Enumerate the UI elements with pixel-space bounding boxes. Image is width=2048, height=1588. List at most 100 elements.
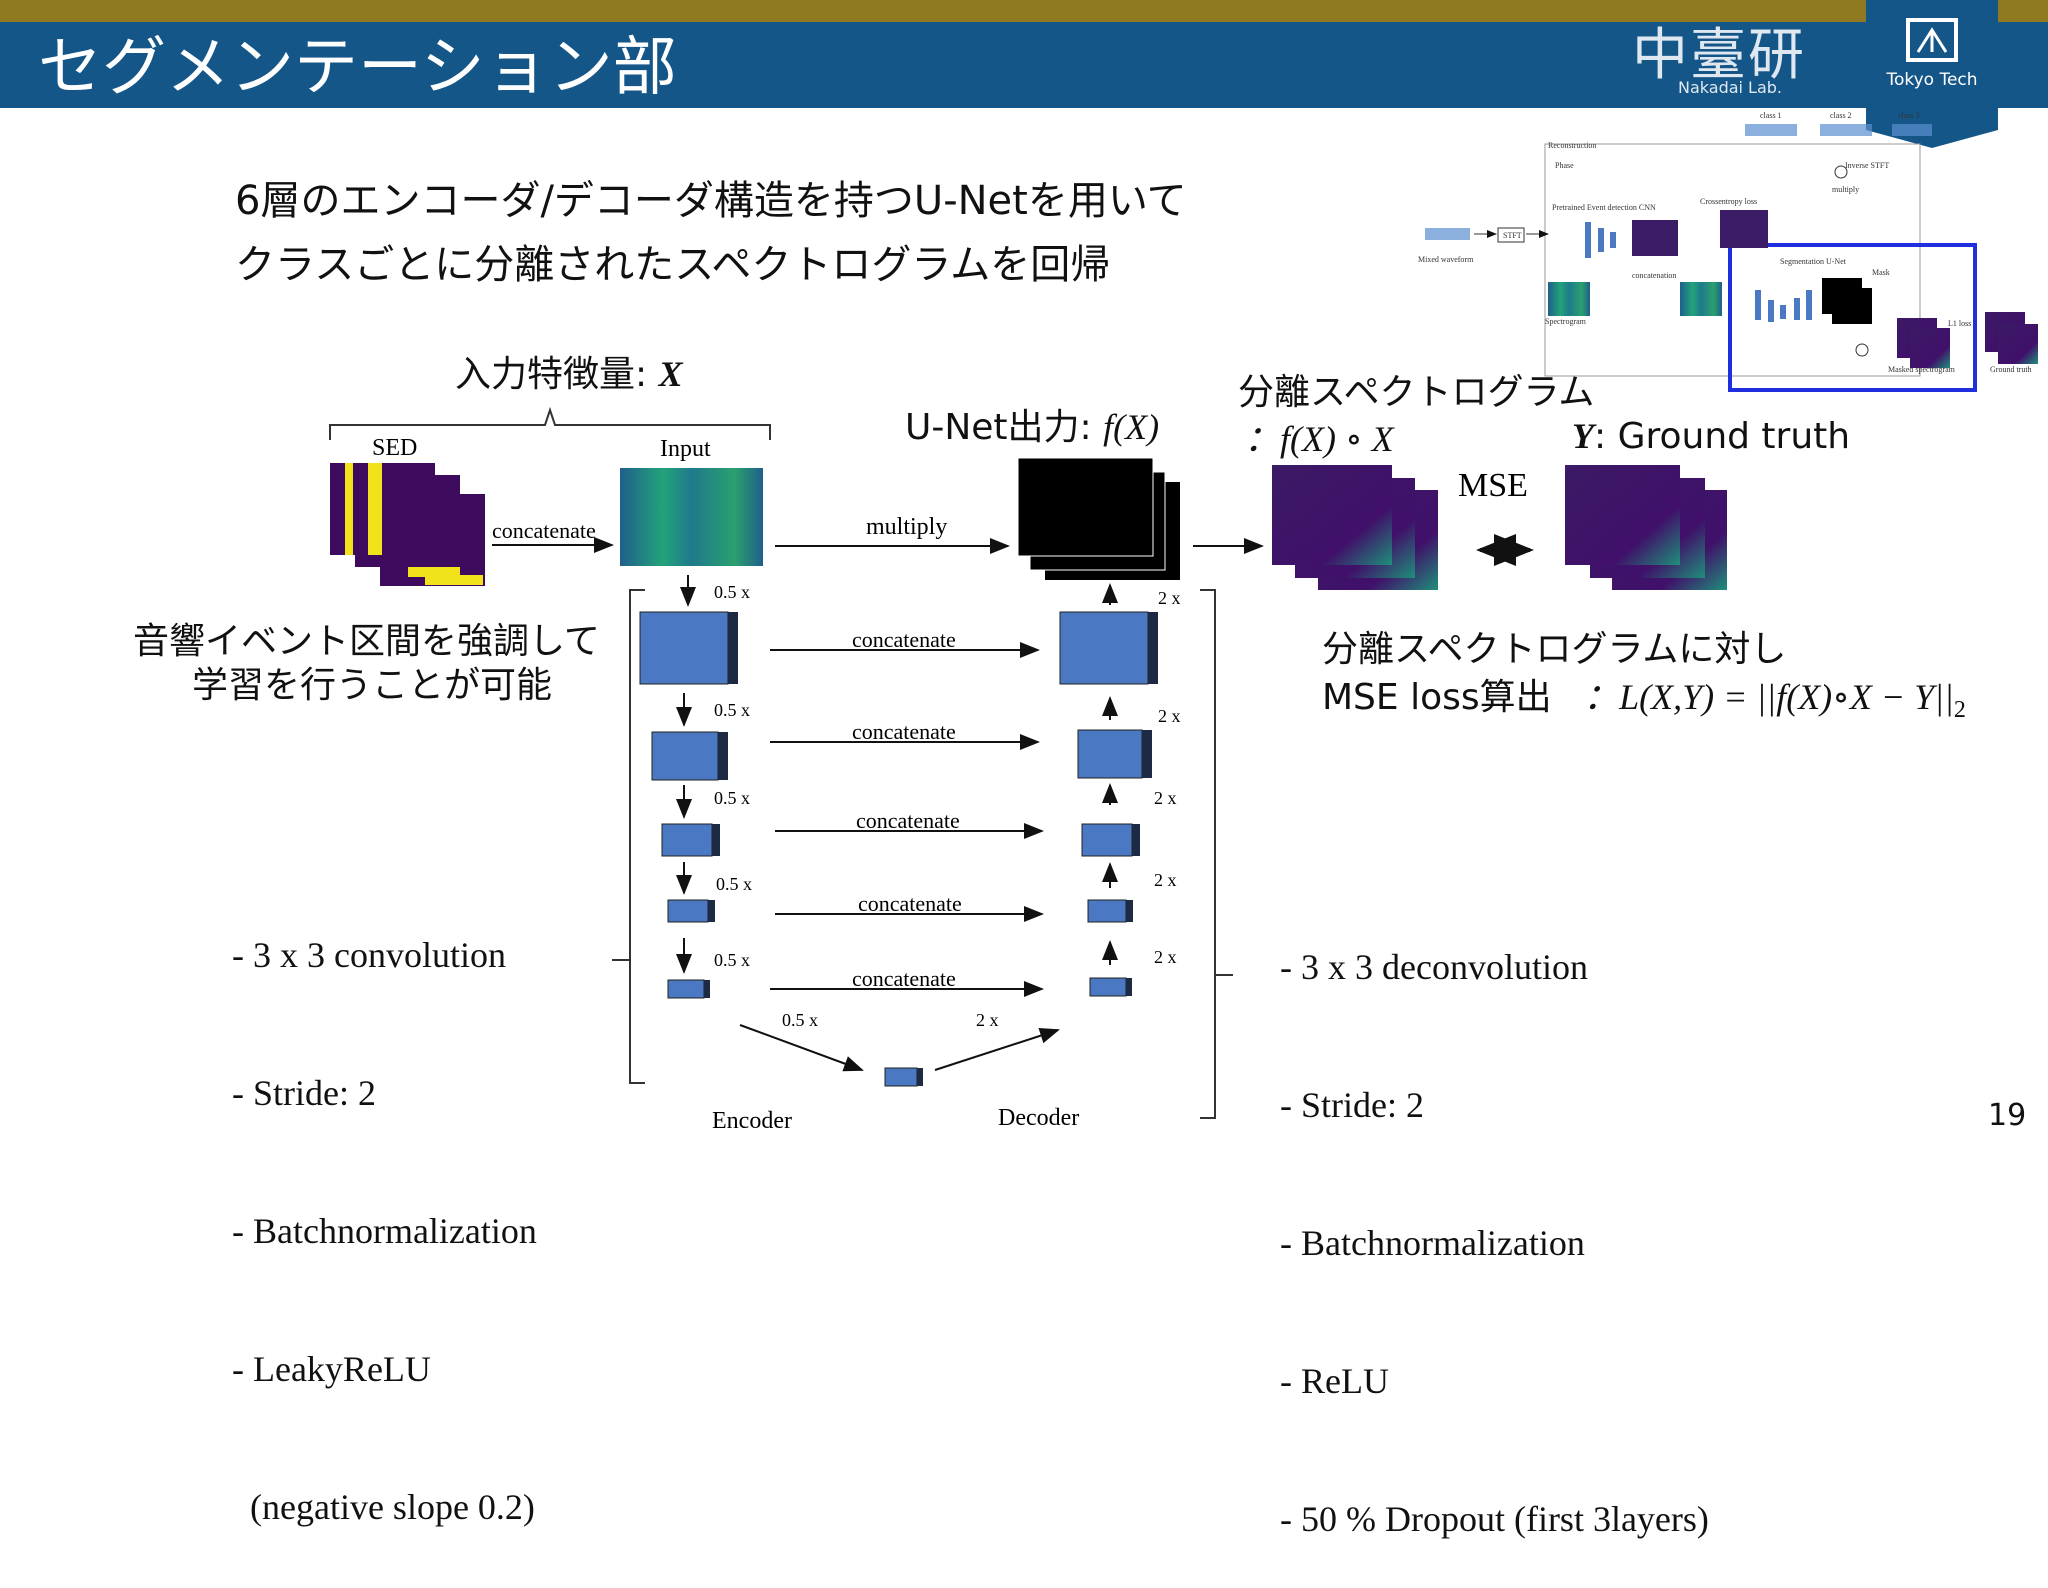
encoder-bullet: - Stride: 2 — [232, 1073, 376, 1113]
skip-label: concatenate — [856, 808, 960, 833]
encoder-bullet: - Batchnormalization — [232, 1211, 537, 1251]
overview-reconstruction: Reconstruction — [1548, 141, 1596, 150]
skip-connections — [770, 642, 1044, 997]
encoder-blocks — [639, 611, 738, 999]
overview-sed-output — [1632, 220, 1678, 256]
sed-spectrogram-stack — [330, 463, 485, 586]
decoder-block-3-side — [1132, 824, 1140, 856]
up-scale-label: 2 x — [1158, 706, 1181, 726]
encoder-block-2 — [651, 731, 719, 781]
ground-truth-var: Y — [1572, 416, 1594, 456]
skip-label: concatenate — [852, 719, 956, 744]
overview-cnn-layer — [1585, 222, 1591, 258]
down-scale-label: 0.5 x — [714, 950, 750, 970]
up-scale-label: 2 x — [1154, 947, 1177, 967]
encoder-scale-labels: 0.5 x 0.5 x 0.5 x 0.5 x 0.5 x 0.5 x — [714, 582, 818, 1030]
decoder-block-1 — [1059, 611, 1149, 685]
multiply-label: multiply — [866, 514, 947, 540]
mask-layer-1 — [1017, 457, 1154, 557]
concatenate-label: concatenate — [492, 518, 596, 543]
decoder-bullet: - Stride: 2 — [1280, 1085, 1424, 1125]
decoder-bullet: - ReLU — [1280, 1361, 1389, 1401]
skip-label: concatenate — [852, 966, 956, 991]
encoder-bullet: (negative slope 0.2) — [232, 1487, 535, 1527]
decoder-scale-labels: 2 x 2 x 2 x 2 x 2 x 2 x — [976, 588, 1181, 1030]
overview-class-1-waveform — [1745, 124, 1797, 136]
decoder-block-2-side — [1142, 730, 1152, 778]
title-bar — [0, 22, 2048, 108]
decoder-bullet: - Batchnormalization — [1280, 1223, 1585, 1263]
overview-segmentation: Segmentation U-Net — [1780, 257, 1847, 266]
encoder-block-5 — [667, 979, 705, 999]
overview-ground-truth-shape — [1998, 324, 2038, 364]
decoder-block-4 — [1087, 899, 1127, 923]
sed-event-band — [408, 567, 460, 577]
overview-multiply: multiply — [1832, 185, 1859, 194]
up-scale-label: 2 x — [1158, 588, 1181, 608]
separated-spectrogram-label: 分離スペクトログラム — [1238, 372, 1595, 413]
loss-note-line-1: 分離スペクトログラムに対し — [1322, 629, 1787, 670]
up-scale-label: 2 x — [976, 1010, 999, 1030]
overview-class-1: class 1 — [1760, 111, 1782, 120]
decoder-block-4-side — [1126, 900, 1133, 922]
decoder-blocks — [1059, 611, 1158, 997]
sed-note-line-1: 音響イベント区間を強調して — [133, 621, 600, 662]
decoder-block-2 — [1077, 729, 1143, 779]
decoder-bracket — [1200, 589, 1216, 1119]
overview-ground-truth: Ground truth — [1990, 365, 2032, 374]
overview-stft-box — [1497, 227, 1525, 243]
encoder-bullet: - 3 x 3 convolution — [232, 935, 506, 975]
intro-line-2: クラスごとに分離されたスペクトログラムを回帰 — [235, 242, 1111, 288]
architecture-diagram: SED concatenate Input multiply MSE — [329, 111, 2038, 1134]
lab-logo: 中臺研 Nakadai Lab. — [1632, 26, 1862, 106]
loss-note-text: MSE loss算出 — [1322, 677, 1552, 718]
overview-spectrogram-shape — [1548, 282, 1590, 316]
encoder-block-1-side — [728, 612, 738, 684]
overview-l1-loss: L1 loss — [1948, 319, 1971, 328]
input-feature-var: X — [658, 354, 683, 394]
up-scale-label: 2 x — [1154, 870, 1177, 890]
decoder-block-1-side — [1148, 612, 1158, 684]
sed-label: SED — [372, 435, 417, 461]
loss-formula: ：L(X,Y) = ||f(X)∘X − Y|| — [1583, 677, 1954, 717]
encoder-bullet: - LeakyReLU — [232, 1349, 431, 1389]
overview-class-2: class 2 — [1830, 111, 1852, 120]
encoder-block-3-side — [712, 824, 720, 856]
decoder-block-5 — [1089, 977, 1127, 997]
ground-truth-label: Y: Ground truth — [1572, 415, 1850, 457]
up-from-bottleneck-arrow — [934, 1027, 1060, 1071]
down-scale-label: 0.5 x — [782, 1010, 818, 1030]
overview-multiply-icon — [1855, 343, 1869, 357]
decoder-bullet: - 3 x 3 deconvolution — [1280, 947, 1588, 987]
encoder-label: Encoder — [712, 1108, 792, 1134]
down-to-bottleneck-arrow — [739, 1024, 864, 1072]
mse-label: MSE — [1458, 467, 1528, 504]
top-accent-bar — [0, 0, 2048, 22]
overview-class-3-waveform — [1892, 124, 1932, 136]
down-scale-label: 0.5 x — [714, 788, 750, 808]
down-scale-label: 0.5 x — [714, 582, 750, 602]
unet-output-text: U-Net出力: — [905, 407, 1104, 448]
unet-output-expr: f(X) — [1103, 407, 1160, 447]
intro-line-1: 6層のエンコーダ/デコーダ構造を持つU-Netを用いて — [235, 178, 1187, 224]
overview-concat-shape — [1680, 282, 1722, 316]
slide-title: セグメンテーション部 — [38, 31, 677, 105]
overview-frame — [1544, 143, 1921, 377]
sed-event-band — [425, 575, 483, 585]
overview-unet-layer — [1806, 290, 1812, 320]
decoder-bullet: - 50 % Dropout (first 3layers) — [1280, 1499, 1709, 1539]
separated-layer-1 — [1272, 465, 1392, 565]
overview-class-2-waveform — [1820, 124, 1872, 136]
overview-mixed-waveform-shape — [1425, 228, 1470, 240]
up-scale-label: 2 x — [1154, 788, 1177, 808]
ground-truth-layer-1 — [1565, 465, 1680, 565]
encoder-block-1 — [639, 611, 729, 685]
sed-event-band — [345, 463, 353, 555]
skip-labels: concatenate concatenate concatenate conc… — [852, 627, 962, 991]
input-label: Input — [660, 436, 711, 462]
separated-spectrogram-stack — [1272, 465, 1438, 590]
skip-label: concatenate — [852, 627, 956, 652]
decoder-block-5-side — [1126, 978, 1132, 996]
overview-spectrogram: Spectrogram — [1545, 317, 1587, 326]
overview-unet-layer — [1794, 298, 1800, 320]
